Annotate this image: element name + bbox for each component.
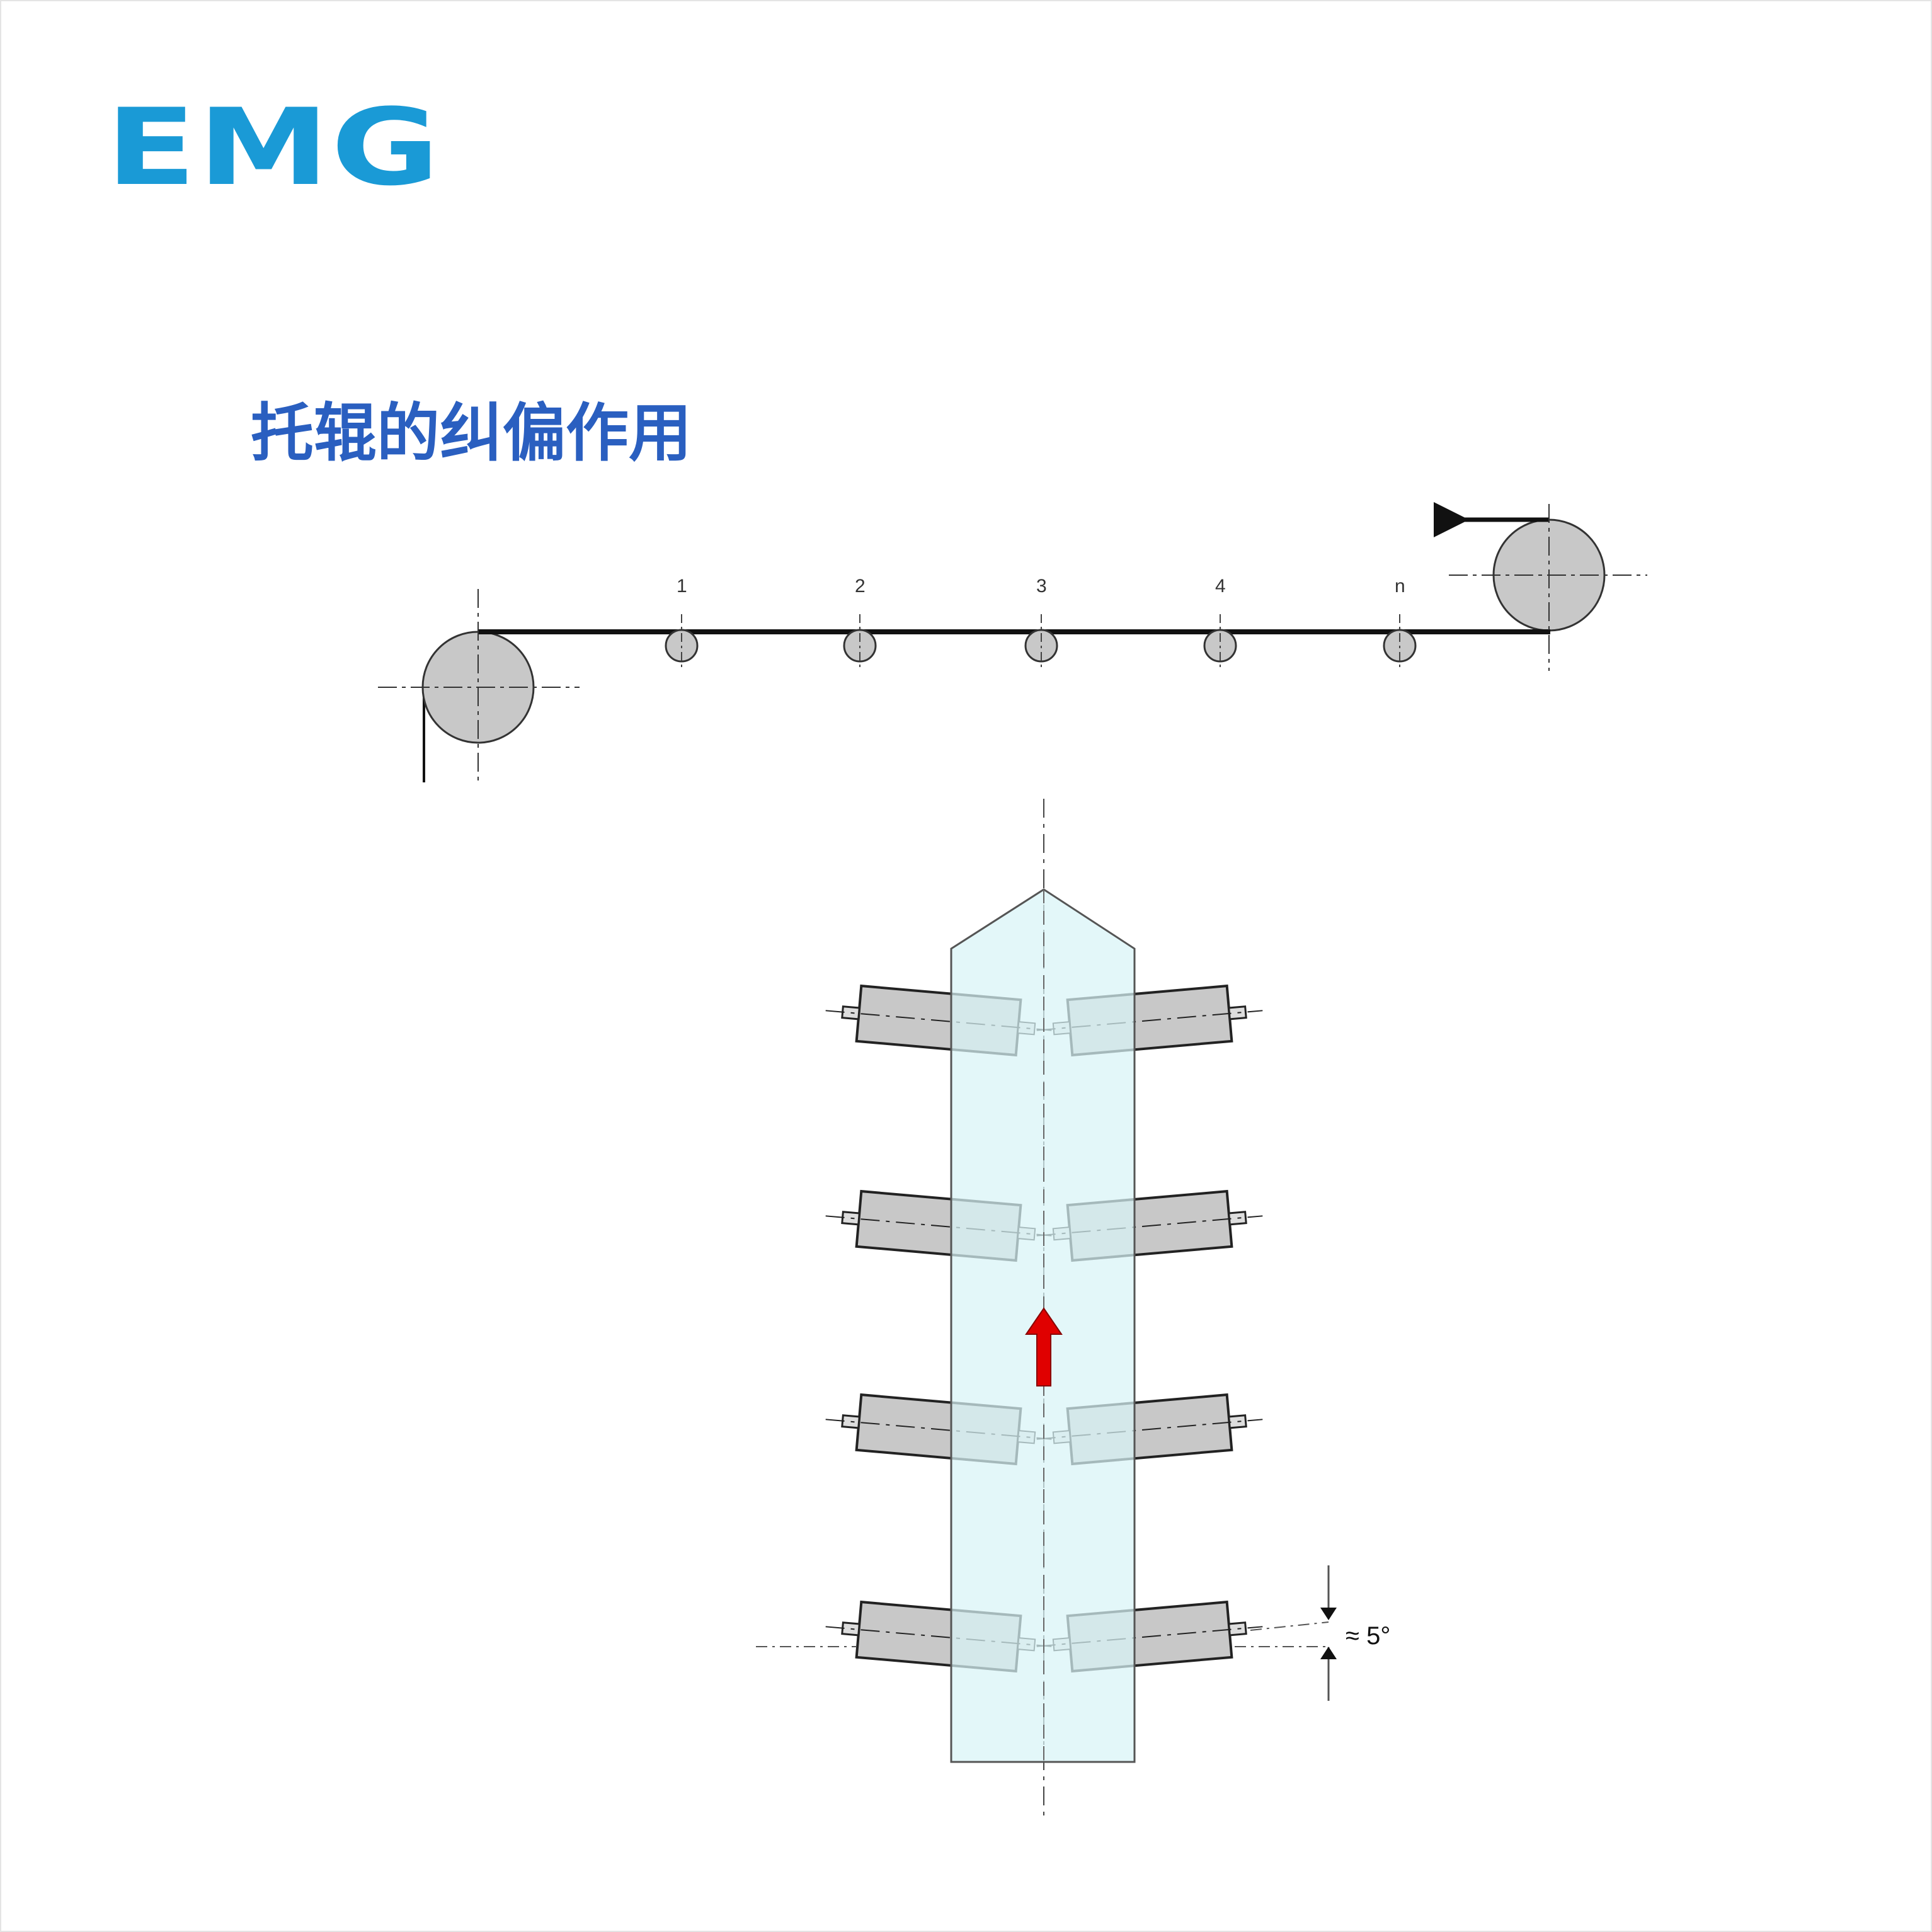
idler-label: 1 (677, 576, 687, 597)
top-view-troughing: ≈ 5° (756, 799, 1390, 1821)
idler-label: n (1395, 576, 1405, 597)
dimension-arrow-down (1320, 1608, 1337, 1620)
idler-label: 2 (855, 576, 866, 597)
side-view-conveyor: 1 2 3 4 n (378, 502, 1647, 784)
angle-dimension: ≈ 5° (756, 1565, 1390, 1701)
dimension-arrow-up (1320, 1647, 1337, 1659)
travel-direction-arrow (1025, 1307, 1063, 1386)
idler-label: 3 (1036, 576, 1047, 597)
idler-label: 4 (1215, 576, 1226, 597)
angle-label: ≈ 5° (1346, 1622, 1390, 1650)
slide-title: 托辊的纠偏作用 (251, 396, 692, 470)
emg-logo: EMG (106, 86, 442, 209)
